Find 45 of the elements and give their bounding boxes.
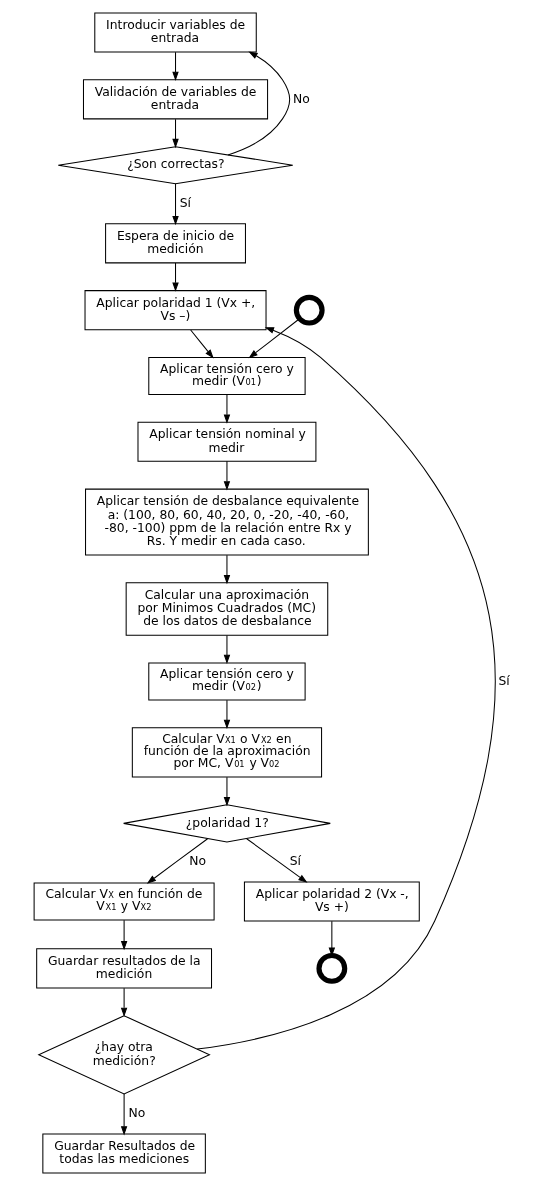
edge-label: No	[189, 854, 207, 869]
node-box: Aplicar tensión cero y medir (V01)	[148, 356, 306, 396]
arrow	[172, 262, 179, 292]
arrow	[227, 51, 291, 156]
node-diamond: ¿polaridad 1?	[123, 804, 331, 843]
node-box: Guardar Resultados de todas las mediciones	[42, 1133, 206, 1174]
node-box: Introducir variables de entrada	[94, 12, 257, 53]
edge-label: No	[293, 91, 310, 106]
node-box: Aplicar polaridad 2 (Vx -, Vs +)	[243, 881, 420, 922]
arrow	[172, 183, 179, 226]
node-diamond: ¿hay otra medición?	[37, 1015, 211, 1095]
arrow	[190, 329, 214, 359]
arrow	[328, 920, 336, 957]
arrow	[172, 118, 179, 149]
node-box: Aplicar tensión cero y medir (V02)	[148, 662, 306, 701]
arrow	[223, 776, 231, 807]
edge-label: No	[128, 1106, 146, 1121]
arrow	[146, 838, 209, 884]
node-circle	[316, 952, 348, 984]
node-box: Guardar resultados de la medición	[36, 948, 213, 989]
node-circle	[293, 294, 325, 326]
arrow	[223, 554, 231, 585]
arrow	[223, 394, 231, 424]
node-box: Calcular una aproximación por Minimos Cuadrados (MC) de los datos de desbalance	[125, 582, 329, 636]
arrow	[246, 838, 308, 883]
arrow	[172, 51, 179, 81]
arrow	[223, 634, 231, 665]
node-box: Calcular VX1 o VX2 en función de la aproximación por MC, V01 y V02	[131, 727, 323, 778]
node-box: Aplicar polaridad 1 (Vx +, Vs –)	[84, 290, 267, 331]
arrow	[223, 699, 231, 729]
node-diamond: ¿Son correctas?	[57, 146, 294, 185]
arrow	[120, 987, 128, 1017]
edge-label: Sí	[179, 195, 191, 210]
arrow	[120, 919, 128, 951]
arrow	[248, 318, 300, 359]
node-box: Espera de inicio de medición	[105, 223, 246, 264]
arrow	[196, 327, 496, 1050]
arrow	[223, 460, 231, 491]
node-box: Validación de variables de entrada	[82, 79, 269, 120]
node-box: Calcular VX en función de VX1 y VX2	[33, 882, 215, 921]
edge-label: Sí	[498, 673, 510, 688]
node-box: Aplicar tensión nominal y medir	[137, 421, 317, 462]
node-box: Aplicar tensión de desbalance equivalente a: (100, 80, 60, 40, 20, 0, -20, -40, -60, -80, -100) ppm de la relación entre Rx y Rs. Y medir en cada caso.	[85, 488, 369, 556]
edge-label: Sí	[289, 854, 301, 869]
arrow	[120, 1093, 128, 1136]
